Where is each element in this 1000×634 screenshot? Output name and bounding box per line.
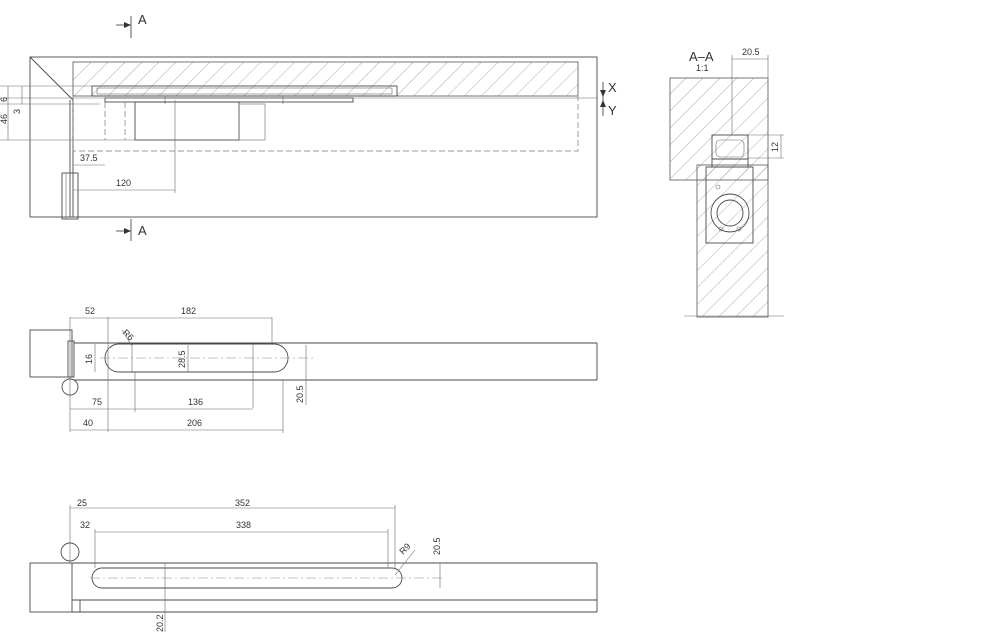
side-label-y: Y [608, 103, 617, 118]
section-view-a-a: A–A 1:1 20.5 12 [669, 47, 784, 318]
plan-view-long-slot: 25 352 32 338 R9 20.5 20.2 [29, 498, 598, 632]
frame-outline [29, 56, 598, 218]
mounting-plate [91, 85, 398, 97]
section-closer-body [705, 166, 754, 244]
dim-75: 75 [92, 397, 102, 407]
closer-body [134, 101, 240, 141]
section-dim-12: 12 [770, 142, 780, 152]
dim-28-5: 28.5 [177, 350, 187, 368]
slide-rail [104, 97, 354, 103]
lintel-hatch [72, 61, 579, 97]
section-dim-20-5: 20.5 [742, 47, 760, 57]
dim-37-5: 37.5 [80, 153, 98, 163]
section-letter-bottom: A [138, 223, 147, 238]
hinge-post [61, 172, 79, 220]
dim-40: 40 [83, 418, 93, 428]
section-mark-top: A [116, 12, 147, 38]
dim-20-2: 20.2 [155, 614, 165, 632]
dim-6: 6 [0, 97, 9, 102]
dim-25: 25 [77, 498, 87, 508]
dim-136: 136 [188, 397, 203, 407]
section-title: A–A [689, 49, 714, 64]
dim-52: 52 [85, 306, 95, 316]
section-scale: 1:1 [696, 63, 709, 73]
dim-120: 120 [116, 178, 131, 188]
dim-206: 206 [187, 418, 202, 428]
dim-r9: R9 [397, 541, 412, 556]
side-label-x: X [608, 80, 617, 95]
dim-46: 46 [0, 114, 9, 124]
dim-32: 32 [80, 520, 90, 530]
section-letter-top: A [138, 12, 147, 27]
elevation-view: A 6 3 46 [0, 12, 617, 241]
dim-338: 338 [236, 520, 251, 530]
dim-182: 182 [181, 306, 196, 316]
section-door-leaf [696, 164, 769, 318]
plan-view-slot: 52 182 R6 16 28.5 20.5 75 136 40 206 [29, 306, 598, 433]
dim-20-5-plan: 20.5 [295, 385, 305, 403]
plan-frame-post [29, 329, 73, 378]
plan3-frame-post [29, 562, 73, 613]
dim-16: 16 [84, 354, 94, 364]
dim-3: 3 [12, 109, 22, 114]
section-lintel [669, 77, 769, 181]
dim-352: 352 [235, 498, 250, 508]
dim-20-5-plan3: 20.5 [432, 537, 442, 555]
section-mark-bottom: A [116, 219, 147, 241]
